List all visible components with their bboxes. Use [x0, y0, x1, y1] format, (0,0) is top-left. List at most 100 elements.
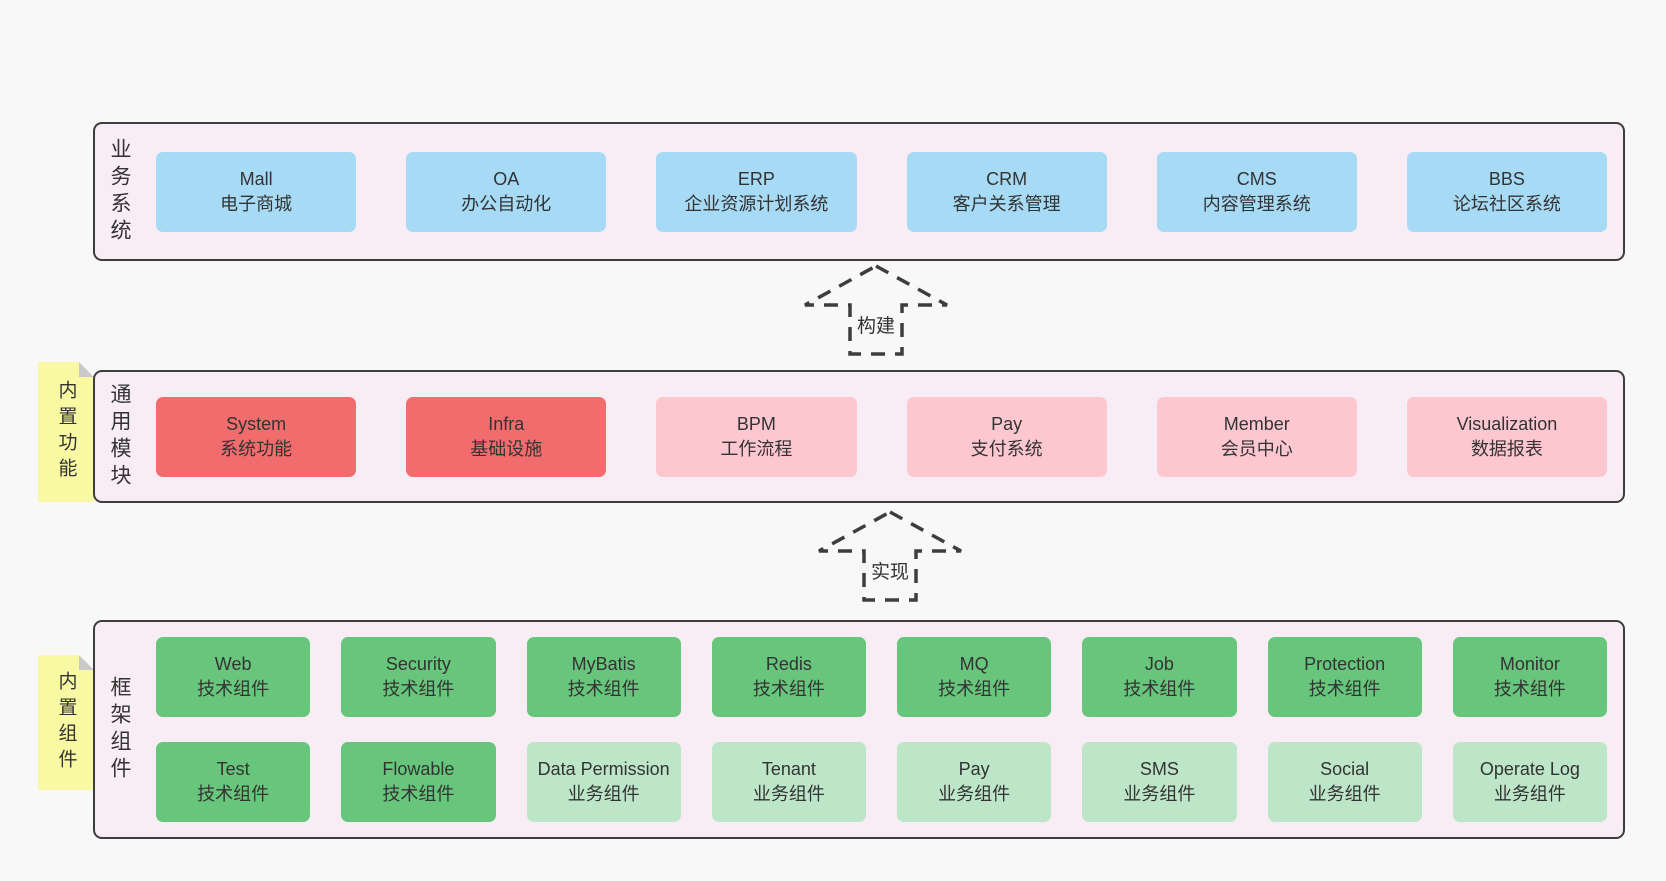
- box-subtitle: 论坛社区系统: [1452, 193, 1561, 214]
- box-member: Member 会员中心: [1156, 396, 1357, 477]
- box-subtitle: 业务组件: [567, 784, 640, 804]
- box-visualization: Visualization 数据报表: [1406, 396, 1608, 477]
- box-title: Redis: [765, 654, 812, 675]
- box-title: Job: [1144, 654, 1174, 675]
- box-protection: Protection 技术组件: [1267, 637, 1422, 717]
- box-subtitle: 基础设施: [470, 438, 543, 459]
- box-title: Monitor: [1499, 654, 1560, 675]
- layer-modules-label: 通用模块: [108, 382, 131, 491]
- box-social: Social 业务组件: [1267, 742, 1422, 822]
- box-operate-log: Operate Log 业务组件: [1452, 742, 1607, 822]
- box-tenant: Tenant 业务组件: [711, 742, 866, 822]
- box-title: Pay: [991, 413, 1023, 434]
- layer-business-label: 业务系统: [108, 137, 131, 246]
- module-boxes-row: System 系统功能 Infra 基础设施 BPM 工作流程 Pay 支付系统 Member 会…: [130, 372, 1623, 501]
- box-subtitle: 系统功能: [220, 438, 293, 459]
- box-title: Pay: [958, 759, 990, 780]
- arrow-up-build: 构建: [801, 263, 951, 358]
- box-subtitle: 技术组件: [382, 679, 455, 699]
- dashed-up-arrow-icon: [804, 264, 948, 356]
- box-subtitle: 企业资源计划系统: [684, 193, 829, 214]
- box-subtitle: 会员中心: [1220, 438, 1293, 459]
- box-title: Flowable: [382, 759, 455, 780]
- arrow-implement-label: 实现: [867, 557, 913, 584]
- box-title: Operate Log: [1479, 759, 1580, 780]
- box-subtitle: 电子商城: [220, 193, 293, 214]
- box-title: ERP: [737, 168, 775, 189]
- sticky-note-built-in-components: 内置组件: [38, 655, 94, 790]
- box-job: Job 技术组件: [1082, 637, 1237, 717]
- box-title: MQ: [959, 654, 989, 675]
- box-monitor: Monitor 技术组件: [1452, 637, 1607, 717]
- box-mq: MQ 技术组件: [897, 637, 1052, 717]
- box-security: Security 技术组件: [341, 637, 496, 717]
- box-title: Social: [1320, 759, 1370, 780]
- box-subtitle: 技术组件: [938, 679, 1011, 699]
- box-title: Data Permission: [537, 759, 670, 780]
- box-title: BPM: [736, 413, 776, 434]
- box-flowable: Flowable 技术组件: [341, 742, 496, 822]
- box-pay: Pay 支付系统: [906, 396, 1107, 477]
- box-title: CMS: [1236, 168, 1277, 189]
- box-subtitle: 工作流程: [720, 438, 793, 459]
- box-title: Web: [214, 654, 252, 675]
- box-pay: Pay 业务组件: [897, 742, 1052, 822]
- box-infra: Infra 基础设施: [406, 396, 607, 477]
- box-cms: CMS 内容管理系统: [1156, 151, 1357, 232]
- box-title: Visualization: [1456, 413, 1558, 434]
- box-redis: Redis 技术组件: [711, 637, 866, 717]
- box-bpm: BPM 工作流程: [656, 396, 857, 477]
- layer-common-modules: 通用模块 System 系统功能 Infra 基础设施 BPM 工作流程 Pay 支付系统 Me…: [93, 370, 1625, 503]
- box-title: Member: [1223, 413, 1290, 434]
- box-title: Tenant: [761, 759, 816, 780]
- box-erp: ERP 企业资源计划系统: [656, 151, 857, 232]
- box-title: Test: [216, 759, 250, 780]
- box-mall: Mall 电子商城: [156, 151, 357, 232]
- sticky-note-built-in-features: 内置功能: [38, 362, 94, 502]
- layer-components-label: 框架组件: [108, 675, 131, 784]
- box-title: Protection: [1304, 654, 1386, 675]
- box-subtitle: 技术组件: [1123, 679, 1196, 699]
- box-subtitle: 支付系统: [970, 438, 1043, 459]
- box-title: OA: [493, 168, 520, 189]
- box-subtitle: 业务组件: [752, 784, 825, 804]
- box-subtitle: 技术组件: [1308, 679, 1381, 699]
- note-text: 内置组件: [55, 670, 77, 775]
- box-subtitle: 业务组件: [1493, 784, 1566, 804]
- box-subtitle: 业务组件: [1308, 784, 1381, 804]
- box-subtitle: 技术组件: [752, 679, 825, 699]
- box-subtitle: 数据报表: [1470, 438, 1543, 459]
- box-subtitle: 内容管理系统: [1202, 193, 1311, 214]
- box-title: Mall: [239, 168, 273, 189]
- box-title: System: [226, 413, 287, 434]
- box-subtitle: 业务组件: [1123, 784, 1196, 804]
- box-subtitle: 技术组件: [1493, 679, 1566, 699]
- box-subtitle: 业务组件: [938, 784, 1011, 804]
- box-sms: SMS 业务组件: [1082, 742, 1237, 822]
- box-subtitle: 技术组件: [382, 784, 455, 804]
- box-title: MyBatis: [571, 654, 636, 675]
- dashed-up-arrow-icon: [818, 510, 962, 602]
- box-system: System 系统功能: [156, 396, 357, 477]
- box-subtitle: 技术组件: [197, 679, 270, 699]
- box-subtitle: 技术组件: [197, 784, 270, 804]
- box-title: Infra: [488, 413, 525, 434]
- box-subtitle: 办公自动化: [461, 193, 552, 214]
- box-web: Web 技术组件: [156, 637, 311, 717]
- box-title: SMS: [1139, 759, 1179, 780]
- box-mybatis: MyBatis 技术组件: [526, 637, 681, 717]
- folded-corner-icon: [79, 362, 94, 377]
- folded-corner-icon: [79, 655, 94, 670]
- box-title: Security: [385, 654, 451, 675]
- note-text: 内置功能: [55, 380, 77, 484]
- box-subtitle: 技术组件: [567, 679, 640, 699]
- box-subtitle: 客户关系管理: [952, 193, 1061, 214]
